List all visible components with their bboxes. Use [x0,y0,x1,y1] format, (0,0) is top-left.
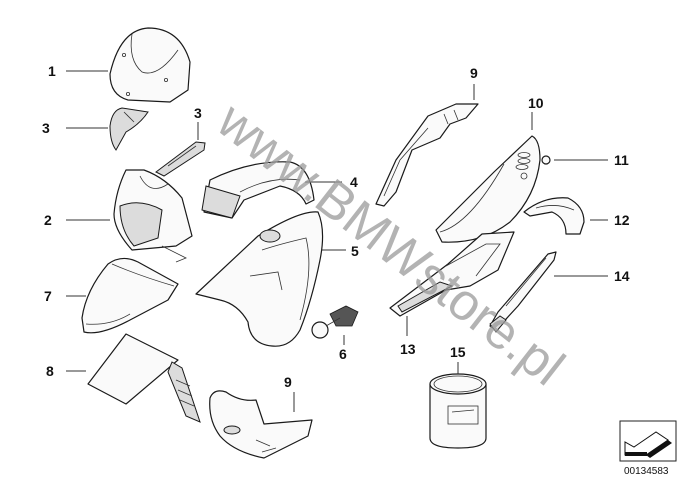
callout-5[interactable]: 5 [351,243,359,259]
callout-9a[interactable]: 9 [470,65,478,81]
part-mirror-trim-left[interactable] [109,107,149,151]
callout-15[interactable]: 15 [450,344,466,360]
callout-6[interactable]: 6 [339,346,347,362]
part-windshield[interactable] [109,27,191,103]
callout-11[interactable]: 12 [614,212,630,228]
callout-13[interactable]: 13 [400,341,416,357]
part-seat-side-trim[interactable] [375,103,479,207]
part-rear-side-panel[interactable] [435,135,541,243]
part-mirror-trim-right[interactable] [155,141,206,177]
callout-7[interactable]: 7 [44,288,52,304]
part-footrest-trim-left[interactable] [389,231,515,317]
callout-12[interactable]: 14 [614,268,630,284]
callout-14[interactable]: 9 [284,374,292,390]
part-front-mudguard[interactable] [81,257,179,334]
part-engine-spoiler[interactable] [209,390,313,459]
callout-10[interactable]: 11 [614,152,629,168]
reference-arrow-icon [619,420,677,462]
callout-1[interactable]: 1 [48,63,56,79]
callout-8[interactable]: 8 [46,363,54,379]
callout-2[interactable]: 2 [44,212,52,228]
part-front-fairing-panel[interactable] [113,169,193,263]
callout-9b[interactable]: 10 [528,95,544,111]
part-inner-cover[interactable] [201,161,315,219]
callout-3a[interactable]: 3 [42,120,50,136]
part-grab-handle-cover[interactable] [523,197,585,235]
part-footrest-trim-right[interactable] [489,251,557,333]
part-grease-tin[interactable] [429,373,487,449]
diagram-number: 00134583 [624,466,669,477]
callout-3b[interactable]: 3 [194,105,202,121]
part-grommet[interactable] [541,155,551,165]
callout-4[interactable]: 4 [350,174,358,190]
part-grille-cap[interactable] [311,305,359,339]
part-side-fairing-panel[interactable] [195,211,324,347]
part-rear-mudguard-insert[interactable] [87,333,201,423]
